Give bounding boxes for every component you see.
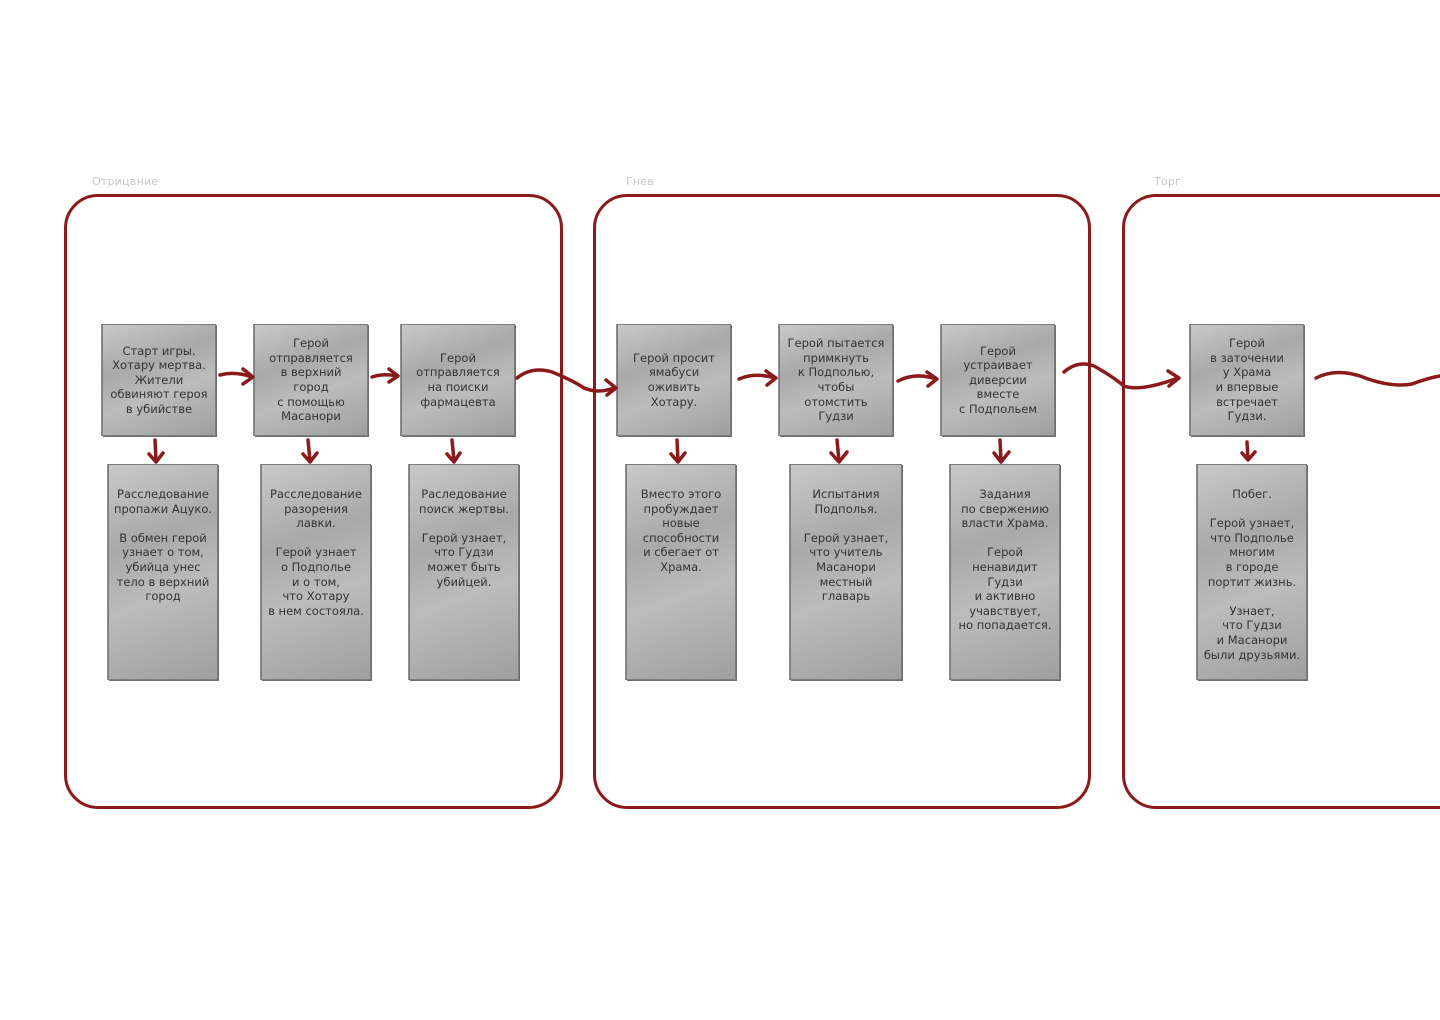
arrowhead-c3-c4 [604, 378, 618, 397]
card-yamabushi-request[interactable]: Герой просит ямабуси оживить Хотару. [617, 324, 731, 436]
arrowhead-c2-down [301, 451, 319, 464]
card-victim-investigation[interactable]: Раследование поиск жертвы. Герой узнает,… [409, 464, 519, 680]
arrow-c7-out [1314, 370, 1440, 387]
card-sabotage[interactable]: Герой устраивает диверсии вместе с Подпо… [941, 324, 1055, 436]
group-frame-denial[interactable] [64, 194, 563, 809]
arrowhead-c6-c7 [1166, 369, 1181, 388]
card-overthrow-missions[interactable]: Задания по свержению власти Храма. Герой… [950, 464, 1060, 680]
group-frame-anger[interactable] [593, 194, 1091, 809]
card-shop-investigation[interactable]: Расследование разорения лавки. Герой узн… [261, 464, 371, 680]
arrow-c2-down [306, 438, 312, 463]
card-imprisonment[interactable]: Герой в заточении у Храма и впервые встр… [1190, 324, 1304, 436]
arrowhead-c2-c3 [387, 367, 400, 384]
card-new-abilities[interactable]: Вместо этого пробуждает новые способност… [626, 464, 736, 680]
arrow-c3-down [450, 438, 456, 463]
group-label-denial: Отрицание [92, 175, 159, 188]
arrowhead-c1-c2 [241, 367, 255, 386]
group-frame-bargaining[interactable] [1122, 194, 1440, 809]
arrowhead-c4-c5 [764, 369, 778, 387]
card-escape[interactable]: Побег. Герой узнает, что Подполье многим… [1197, 464, 1307, 680]
arrowhead-c5-down [829, 450, 849, 464]
group-label-bargaining: Торг [1154, 175, 1182, 188]
arrow-c5-c6 [896, 374, 938, 383]
arrowhead-c3-down [445, 451, 462, 464]
arrow-c4-c5 [737, 373, 777, 381]
arrowhead-c5-c6 [925, 370, 939, 388]
arrow-c4-down [675, 438, 680, 463]
arrowhead-c1-down [147, 451, 165, 464]
arrow-c2-c3 [370, 372, 399, 379]
group-label-anger: Гнев [626, 175, 654, 188]
card-atsuko-investigation[interactable]: Расследование пропажи Ацуко. В обмен гер… [108, 464, 218, 680]
arrow-c7-down [1245, 440, 1250, 461]
arrow-c6-c7 [1062, 362, 1180, 390]
card-join-underground[interactable]: Герой пытается примкнуть к Подполью, что… [779, 324, 893, 436]
arrow-c5-down [835, 438, 841, 463]
arrow-c6-down [998, 438, 1003, 463]
card-pharmacist-search[interactable]: Герой отправляется на поиски фармацевта [401, 324, 515, 436]
card-underground-trials[interactable]: Испытания Подполья. Герой узнает, что уч… [790, 464, 902, 680]
card-upper-city[interactable]: Герой отправляется в верхний город с пом… [254, 324, 368, 436]
arrowhead-c6-down [992, 450, 1011, 464]
arrowhead-c7-down [1240, 450, 1257, 462]
arrow-c3-c4 [515, 368, 616, 393]
arrow-c1-down [153, 438, 158, 463]
card-game-start[interactable]: Старт игры. Хотару мертва. Жители обвиня… [102, 324, 216, 436]
arrowhead-c4-down [669, 451, 687, 464]
